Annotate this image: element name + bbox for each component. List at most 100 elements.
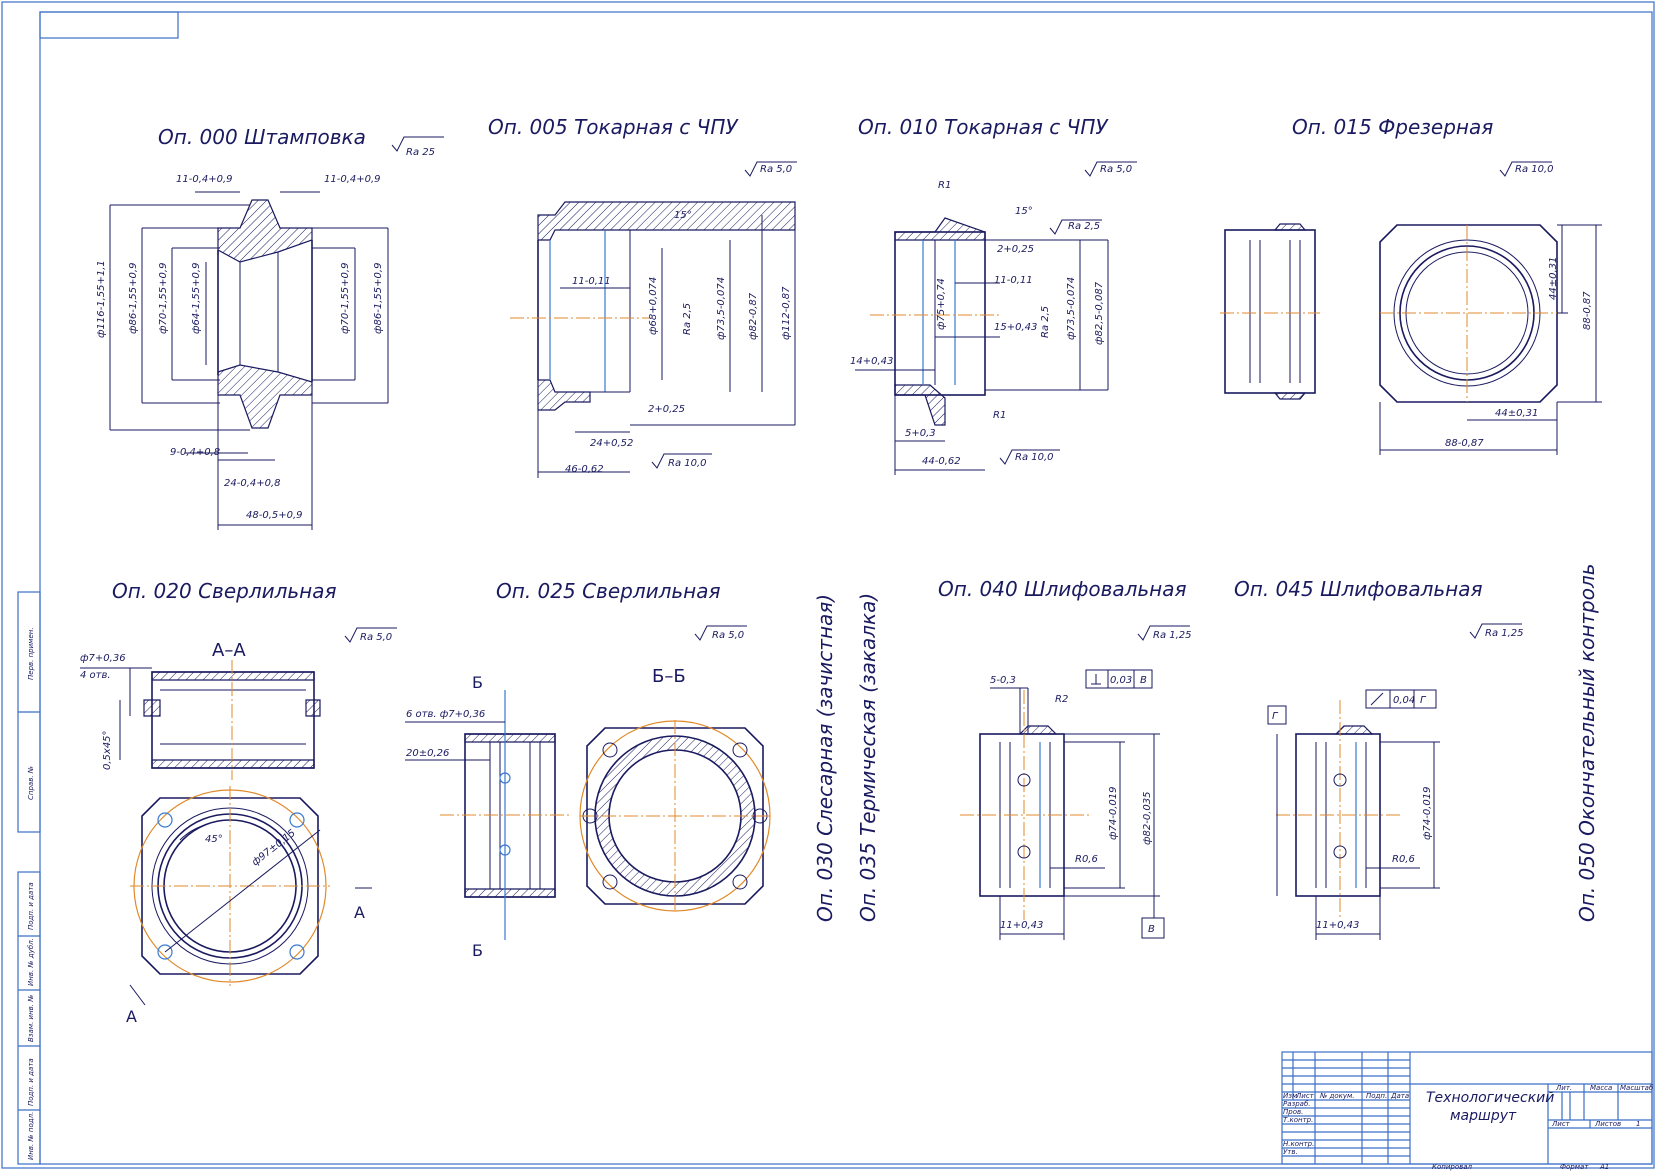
op035-title: Оп. 035 Термическая (закалка) [856,593,880,922]
op000-dim-8: 9-0,4+0,8 [170,447,220,458]
op005-dim-7: 24+0,52 [590,438,633,449]
op005-ra25: Ra 2,5 [682,303,693,335]
tb-list: Лист [1551,1120,1571,1128]
tb-ndokum: № докум. [1319,1092,1355,1100]
op020-dim-2: 0,5х45° [102,730,113,770]
op005-dim-1: 11-0,11 [572,276,611,287]
op020-a-right: А [354,903,365,922]
stamp-podp2: Подп. и дата [27,1058,35,1106]
tb-lit: Лит. [1555,1084,1572,1092]
op000-dim-6: ф70-1,55+0,9 [340,263,351,334]
op045-dim-0: 0,04 [1393,695,1415,706]
op040-dim-3: R2 [1055,694,1068,705]
tb-listov-val: 1 [1636,1120,1640,1128]
op000-view: Оп. 000 Штамповка Ra 25 11-0,4+0,9 11-0,… [96,125,444,530]
op005-ra50: Ra 5,0 [760,164,792,175]
op040-ra125: Ra 1,25 [1153,630,1192,641]
op025-view: Оп. 025 Сверлильная Ra 5,0 Б Б Б–Б [405,579,771,960]
op045-dim-3: ф74-0,019 [1422,786,1433,840]
tb-razrab: Разраб. [1283,1100,1311,1108]
stamp-sprav: Справ. № [27,766,35,800]
op040-dim-6: R0,6 [1075,854,1098,865]
op005-dim-3: ф73,5-0,074 [716,277,727,340]
op045-title: Оп. 045 Шлифовальная [1234,577,1483,601]
tb-kopiroval: Копировал [1432,1163,1473,1171]
op040-view: Оп. 040 Шлифовальная Ra 1,25 5-0 [938,577,1192,940]
tb-utv: Утв. [1283,1148,1298,1156]
op015-dim-1: 88-0,87 [1582,291,1593,330]
op010-dim-2: 2+0,25 [997,244,1034,255]
op030-title: Оп. 030 Слесарная (зачистная) [813,594,837,922]
op005-dim-5: ф112-0,87 [781,286,792,340]
op020-ra50: Ra 5,0 [360,632,392,643]
op025-ra50: Ra 5,0 [712,630,744,641]
op025-b-bottom: Б [472,941,483,960]
op005-dim-6: 2+0,25 [648,404,685,415]
op015-view: Оп. 015 Фрезерная Ra 10,0 44±0,31 88-0,8 [1220,115,1602,455]
op000-dims: 11-0,4+0,9 11-0,4+0,9 ф116-1,55+1,1 ф86-… [96,174,384,521]
tb-name-1: Технологический [1426,1090,1554,1106]
op005-dim-8: 46-0,62 [565,464,604,475]
op000-ra: Ra 25 [406,147,435,158]
op045-dim-2: Г [1272,711,1279,722]
op010-title: Оп. 010 Токарная с ЧПУ [858,115,1109,139]
tb-data: Дата [1390,1092,1409,1100]
tb-massa: Масса [1590,1084,1612,1092]
op005-view: Оп. 005 Токарная с ЧПУ Ra 5,0 Ra 10,0 Ra… [488,115,797,478]
op040-dim-7: 11+0,43 [1000,920,1043,931]
op010-dim-0: R1 [938,180,951,191]
tb-name-2: маршрут [1450,1108,1517,1124]
op010-dim-11: R1 [993,410,1006,421]
op010-dim-6: ф73,5-0,074 [1066,277,1077,340]
op010-dim-10: 44-0,62 [922,456,961,467]
stamp-perv: Перв. примен. [27,627,35,680]
op045-dim-1: Г [1420,695,1427,706]
tb-tkontr: Т.контр. [1283,1116,1313,1124]
op005-dims: 15° 11-0,11 ф68+0,074 ф73,5-0,074 ф82-0,… [565,210,792,475]
op040-dim-8: В [1148,924,1155,935]
op005-dim-2: ф68+0,074 [648,277,659,335]
op040-dim-4: ф74-0,019 [1108,786,1119,840]
tb-podp: Подп. [1366,1092,1387,1100]
op000-dim-3: ф86-1,55+0,9 [128,263,139,334]
op020-title: Оп. 020 Сверлильная [112,579,337,603]
op010-dim-1: 15° [1015,206,1033,217]
op020-dim-0: ф7+0,36 [80,653,126,664]
op005-dim-4: ф82-0,87 [748,292,759,340]
op000-dim-1: 11-0,4+0,9 [324,174,381,185]
op040-title: Оп. 040 Шлифовальная [938,577,1187,601]
op015-dim-2: 44±0,31 [1495,408,1538,419]
op040-dim-0: 5-0,3 [990,675,1016,686]
op010-ra25-top: Ra 2,5 [1068,221,1100,232]
stamp-inv-dubl: Инв. № дубл. [27,938,35,986]
op015-dim-0: 44±0,31 [1548,257,1559,300]
op025-dim-1: 20±0,26 [406,748,449,759]
op005-ra100: Ra 10,0 [668,458,707,469]
op010-view: Оп. 010 Токарная с ЧПУ Ra 5,0 Ra 2,5 Ra … [850,115,1137,475]
op015-title: Оп. 015 Фрезерная [1292,115,1493,139]
op045-ra125: Ra 1,25 [1485,628,1524,639]
op040-dim-1: 0,03 [1110,675,1132,686]
stamp-podp1: Подп. и дата [27,882,35,930]
op015-dims: 44±0,31 88-0,87 44±0,31 88-0,87 [1445,257,1593,449]
op005-dim-0: 15° [674,210,692,221]
op015-ra100: Ra 10,0 [1515,164,1554,175]
op000-dim-10: 48-0,5+0,9 [246,510,303,521]
op000-dim-5: ф64-1,55+0,9 [191,263,202,334]
op025-dim-0: 6 отв. ф7+0,36 [406,709,485,720]
op045-dim-5: 11+0,43 [1316,920,1359,931]
tb-format-val: А1 [1599,1163,1609,1171]
op000-title: Оп. 000 Штамповка [158,125,366,149]
op020-dim-3: 45° [205,834,223,845]
op045-dim-4: R0,6 [1392,854,1415,865]
tb-listov: Листов [1594,1120,1621,1128]
title-block: Технологический маршрут Лит. Масса Масшт… [1281,1051,1654,1171]
op050-title: Оп. 050 Окончательный контроль [1575,563,1599,922]
op045-dims: 0,04 Г Г ф74-0,019 R0,6 11+0,43 [1272,695,1433,931]
op020-a-left: А [126,1007,137,1026]
op040-dim-2: В [1140,675,1147,686]
side-stamp: Перв. примен. Справ. № Подп. и дата Инв.… [17,591,41,1165]
op040-dim-5: ф82-0,035 [1142,791,1153,845]
